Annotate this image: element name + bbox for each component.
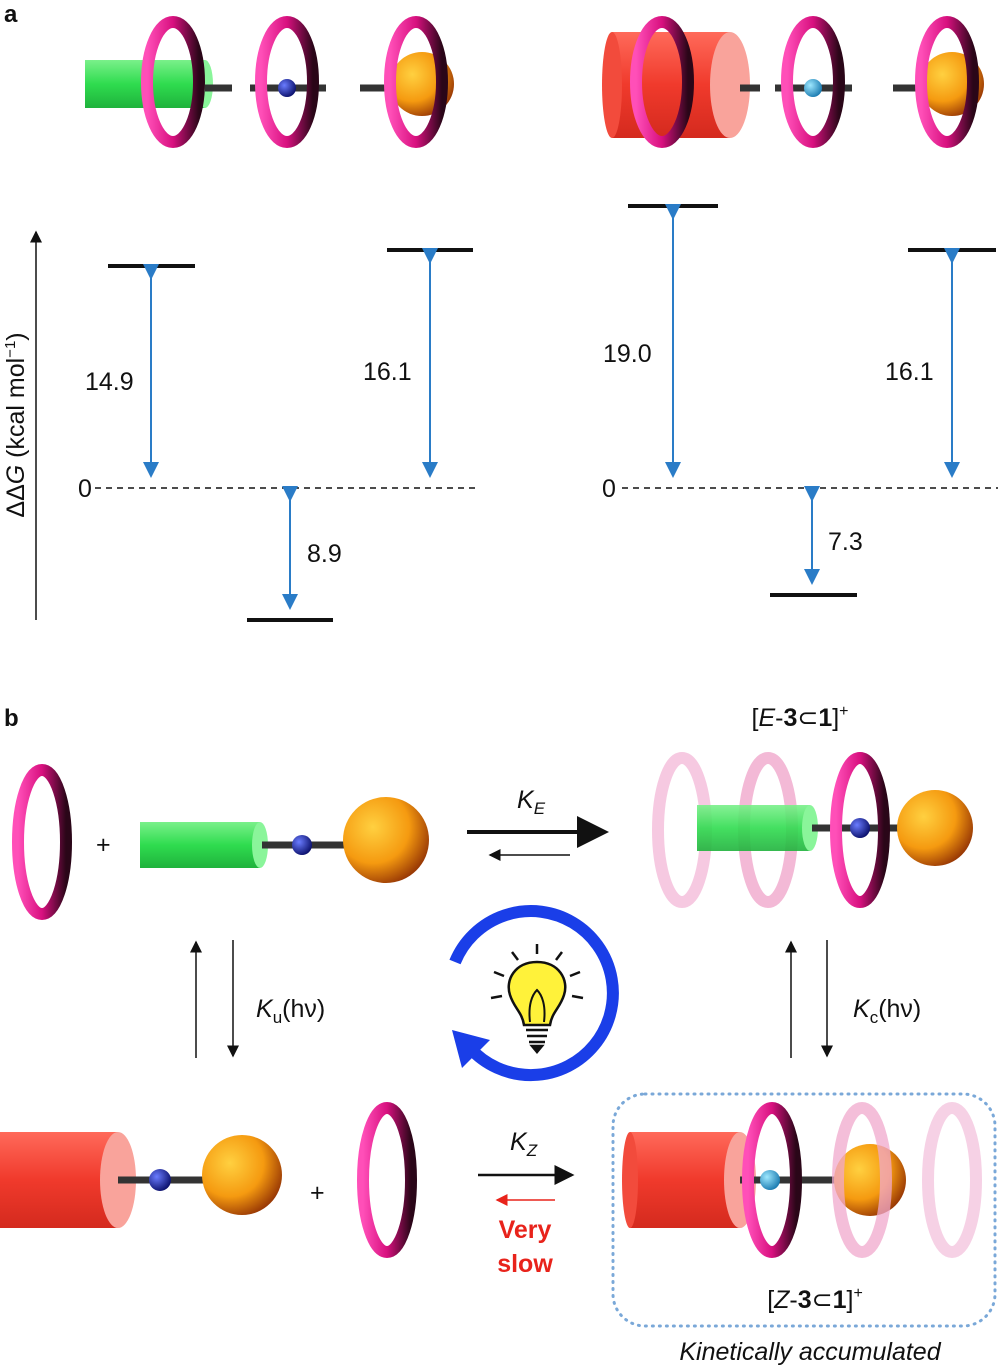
k-z-label: KZ (510, 1128, 538, 1160)
value-label: 19.0 (603, 340, 652, 368)
state-stopper (360, 16, 454, 148)
k-u-label: Ku(hν) (256, 995, 325, 1027)
ring-icon (742, 1102, 802, 1258)
complex-Z (622, 1102, 982, 1258)
state-green-station (85, 16, 232, 148)
state-red-station (602, 16, 760, 148)
panel-a-label: a (4, 1, 18, 28)
very-slow-label: Very (499, 1216, 552, 1244)
state-stopper-right (893, 16, 984, 148)
very-slow-label: slow (497, 1250, 553, 1278)
kinetic-note: Kinetically accumulated (679, 1338, 941, 1366)
ring-icon (141, 16, 205, 148)
ring-icon (630, 16, 694, 148)
value-label: 14.9 (85, 368, 134, 396)
value-label: 8.9 (307, 540, 342, 568)
k-e-label: KE (517, 786, 546, 818)
complex-E (652, 752, 973, 908)
ring-icon (384, 16, 448, 148)
zero-label: 0 (602, 475, 616, 503)
ring-icon (830, 752, 890, 908)
complex-e-label: [E-3⊂1]+ (751, 703, 848, 732)
k-c-label: Kc(hν) (853, 995, 921, 1027)
light-cycle-icon (449, 905, 619, 1082)
ring-icon (781, 16, 845, 148)
axle-Z (0, 1132, 282, 1228)
ring-icon (255, 16, 319, 148)
energy-diagram-right: 0 19.0 16.1 7.3 (602, 204, 998, 597)
plus-sign: + (96, 831, 111, 859)
zero-label: 0 (78, 475, 92, 503)
ring-icon (357, 1102, 417, 1258)
energy-diagram-left: 0 14.9 16.1 8.9 (78, 248, 475, 622)
ring-icon (12, 764, 72, 920)
y-axis-label: ΔΔG (kcal mol−1) (2, 332, 30, 517)
state-navy-station (250, 16, 326, 148)
axle-E (140, 797, 429, 883)
value-label: 16.1 (885, 358, 934, 386)
ring-icon (915, 16, 979, 148)
value-label: 7.3 (828, 528, 863, 556)
complex-z-label: [Z-3⊂1]+ (767, 1285, 863, 1314)
state-cyan-station (775, 16, 852, 148)
panel-b-label: b (4, 705, 19, 732)
value-label: 16.1 (363, 358, 412, 386)
plus-sign: + (310, 1179, 325, 1207)
lightbulb-icon (490, 944, 584, 1054)
